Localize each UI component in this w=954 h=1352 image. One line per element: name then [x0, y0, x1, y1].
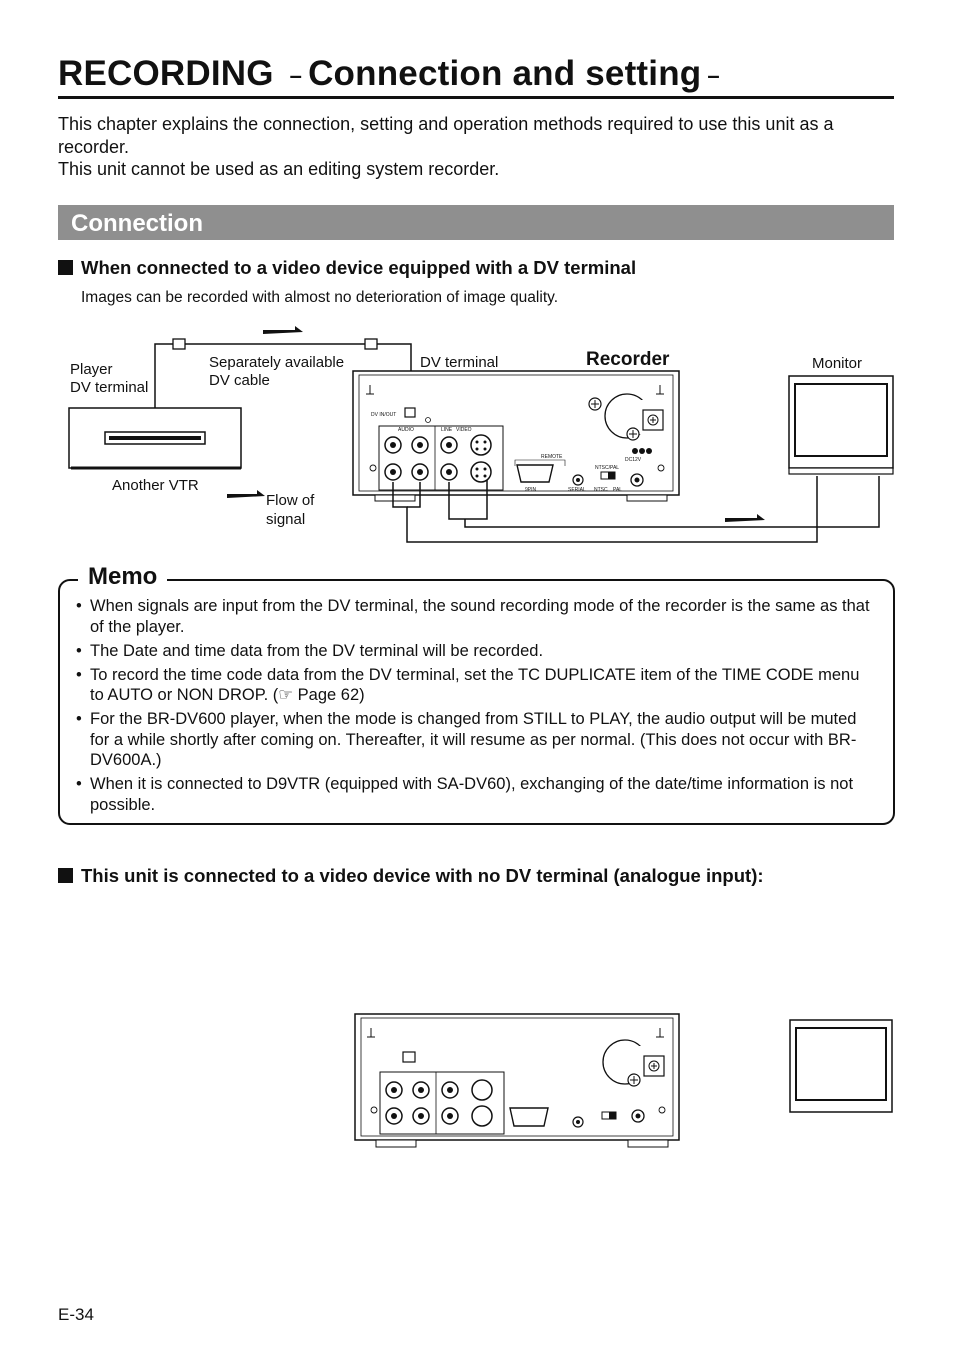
- panel-video-label: VIDEO: [456, 427, 472, 433]
- memo-box: [58, 579, 895, 825]
- another-vtr-label: Another VTR: [112, 477, 199, 494]
- dv-cable: [154, 338, 412, 410]
- monitor-device: [788, 375, 894, 475]
- intro-line-2: This unit cannot be used as an editing s…: [58, 159, 500, 179]
- another-vtr-device: [68, 407, 242, 470]
- flow-label-1: Flow of: [266, 492, 315, 509]
- flow-arrow-top-icon: [263, 326, 303, 334]
- title-rule: [58, 96, 894, 99]
- page-title: RECORDING –Connection and setting–: [58, 54, 726, 94]
- intro-text: This chapter explains the connection, se…: [58, 113, 898, 181]
- section-header: Connection: [58, 205, 894, 240]
- subsection-heading-2-text: This unit is connected to a video device…: [81, 865, 764, 886]
- title-dash-left: –: [289, 62, 303, 88]
- panel-line-label: LINE: [441, 427, 453, 433]
- monitor-device-2: [789, 1019, 893, 1113]
- square-bullet-icon: [58, 868, 73, 883]
- panel-9pin-label: 9PIN: [525, 487, 537, 493]
- recorder-device: DV IN/OUT AUDIO LINE VIDEO REMOTE 9PIN: [352, 370, 680, 502]
- memo-item: When it is connected to D9VTR (equipped …: [76, 774, 876, 815]
- analog-cable: [392, 476, 880, 543]
- memo-item: To record the time code data from the DV…: [76, 665, 876, 706]
- title-dash-right: –: [707, 62, 720, 88]
- subsection-heading-2: This unit is connected to a video device…: [58, 865, 764, 887]
- intro-line-1: This chapter explains the connection, se…: [58, 114, 834, 157]
- subsection-heading-1: When connected to a video device equippe…: [58, 257, 636, 279]
- subsection-description-1: Images can be recorded with almost no de…: [81, 289, 559, 306]
- memo-item: When signals are input from the DV termi…: [76, 596, 876, 637]
- flow-label-2: signal: [266, 511, 305, 528]
- cable-label-2: DV cable: [209, 372, 270, 389]
- memo-item: The Date and time data from the DV termi…: [76, 641, 876, 662]
- panel-dc12v-label: DC12V: [625, 457, 642, 463]
- panel-audio-label: AUDIO: [398, 427, 414, 433]
- title-sub: Connection and setting: [308, 54, 702, 93]
- title-main: RECORDING: [58, 54, 274, 93]
- section-title: Connection: [71, 210, 203, 237]
- panel-dv-inout-label: DV IN/OUT: [371, 412, 396, 418]
- panel-ntscpal-label: NTSC/PAL: [595, 465, 619, 471]
- panel-ntsc-label: NTSC: [594, 487, 608, 493]
- panel-serial-label: SERIAL: [568, 487, 586, 493]
- dv-terminal-label: DV terminal: [420, 354, 498, 371]
- flow-legend-arrow-icon: [227, 490, 265, 498]
- player-label-2: DV terminal: [70, 379, 148, 396]
- flow-arrow-bottom-icon: [725, 514, 765, 522]
- recorder-label: Recorder: [586, 349, 670, 370]
- analog-connection-diagram: [354, 1013, 893, 1148]
- panel-remote-label: REMOTE: [541, 454, 563, 460]
- subsection-heading-1-text: When connected to a video device equippe…: [81, 257, 637, 278]
- memo-title: Memo: [78, 563, 168, 591]
- cable-label-1: Separately available: [209, 354, 344, 371]
- memo-list: When signals are input from the DV termi…: [76, 596, 876, 819]
- recorder-device-2: [354, 1013, 680, 1148]
- square-bullet-icon: [58, 260, 73, 275]
- page-number: E-34: [58, 1305, 94, 1324]
- panel-pal-label: PAL: [613, 487, 622, 493]
- monitor-label: Monitor: [812, 355, 862, 372]
- connection-diagram: DV IN/OUT AUDIO LINE VIDEO REMOTE 9PIN: [68, 326, 894, 543]
- player-label-1: Player: [70, 361, 113, 378]
- memo-item: For the BR-DV600 player, when the mode i…: [76, 709, 876, 771]
